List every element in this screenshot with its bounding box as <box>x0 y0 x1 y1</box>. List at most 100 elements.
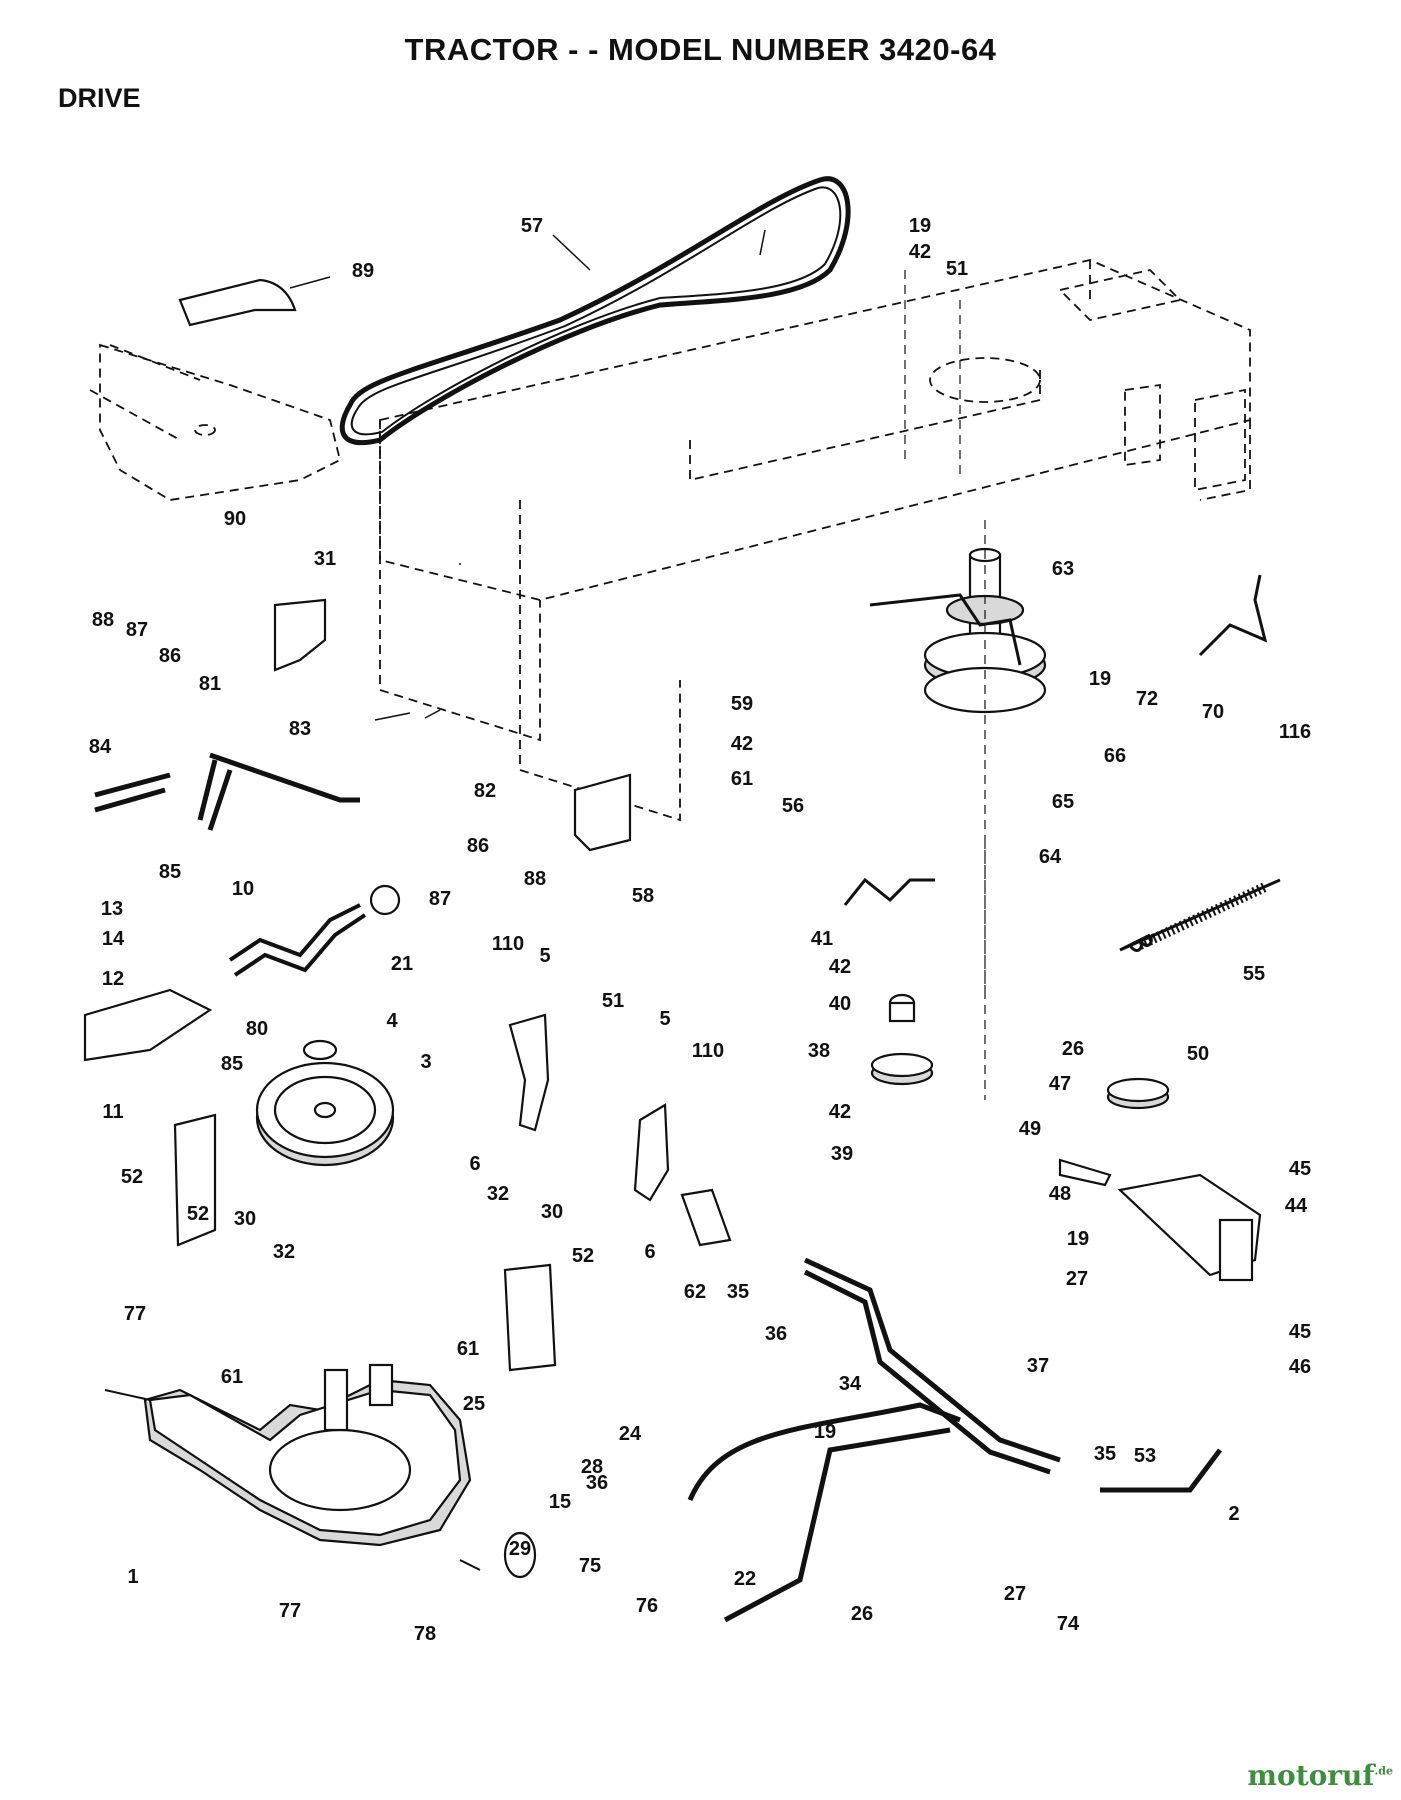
callout-number: 22 <box>734 1568 756 1590</box>
callout-number: 47 <box>1049 1073 1071 1095</box>
callout-number: 10 <box>232 878 254 900</box>
callout-number: 38 <box>808 1040 830 1062</box>
callout-number: 36 <box>765 1323 787 1345</box>
callout-number: 42 <box>909 241 931 263</box>
callout-number: 52 <box>121 1166 143 1188</box>
callout-number: 41 <box>811 928 833 950</box>
callout-number: 21 <box>391 953 413 975</box>
callout-number: 26 <box>851 1603 873 1625</box>
callout-number: 26 <box>1062 1038 1084 1060</box>
callout-number: 51 <box>602 990 624 1012</box>
callout-number: 85 <box>221 1053 243 1075</box>
callout-number: 5 <box>659 1008 670 1030</box>
callout-number: 42 <box>829 956 851 978</box>
callout-number: 83 <box>289 718 311 740</box>
callout-number: 6 <box>469 1153 480 1175</box>
callout-number: 84 <box>89 736 112 758</box>
section-title: DRIVE <box>58 83 141 113</box>
callout-number: 57 <box>521 215 543 237</box>
frame-outline <box>379 259 1251 822</box>
callout-number: 19 <box>814 1421 836 1443</box>
leader-lines <box>289 229 986 1100</box>
callout-number: 45 <box>1289 1321 1311 1343</box>
drive-belt <box>339 176 851 446</box>
callout-number: 25 <box>463 1393 485 1415</box>
callout-number: 35 <box>1094 1443 1116 1465</box>
callout-number: 49 <box>1019 1118 1041 1140</box>
hood-outline <box>89 343 342 501</box>
callout-number: 80 <box>246 1018 268 1040</box>
callout-number: 61 <box>457 1338 479 1360</box>
callout-number: 27 <box>1066 1268 1088 1290</box>
callout-number: 62 <box>684 1281 706 1303</box>
callout-number: 4 <box>386 1010 398 1032</box>
callout-number: 88 <box>92 609 114 631</box>
callout-number: 116 <box>1279 721 1311 743</box>
callout-number: 29 <box>509 1538 531 1560</box>
callout-number: 40 <box>829 993 851 1015</box>
callout-number: 76 <box>636 1595 658 1617</box>
watermark-brand: motoruf <box>1247 1759 1375 1792</box>
callout-number: 15 <box>549 1491 571 1513</box>
callout-number: 1 <box>127 1566 138 1588</box>
callout-number: 82 <box>474 780 496 802</box>
callout-number: 3 <box>420 1051 431 1073</box>
callout-number: 61 <box>221 1366 243 1388</box>
callout-number: 42 <box>731 733 753 755</box>
callout-number: 12 <box>102 968 124 990</box>
watermark-tld: .de <box>1374 1764 1393 1778</box>
heat-shield <box>273 598 327 672</box>
callout-number: 11 <box>102 1101 123 1123</box>
callout-number: 61 <box>731 768 753 790</box>
callout-number: 50 <box>1187 1043 1209 1065</box>
callout-number: 75 <box>579 1555 601 1577</box>
callout-number: 70 <box>1202 701 1224 723</box>
callout-number: 13 <box>101 898 123 920</box>
callout-number: 31 <box>314 548 336 570</box>
callout-number: 27 <box>1004 1583 1026 1605</box>
idler-spring <box>1119 878 1281 952</box>
callout-number: 86 <box>467 835 489 857</box>
callout-number: 32 <box>487 1183 509 1205</box>
callout-number: 90 <box>224 508 246 530</box>
callout-number: 30 <box>234 1208 256 1230</box>
callout-number: 34 <box>839 1373 862 1395</box>
callout-number: 35 <box>727 1281 749 1303</box>
callout-number: 85 <box>159 861 181 883</box>
shift-linkages <box>94 574 1268 1623</box>
callout-number: 36 <box>586 1472 608 1494</box>
callout-number: 110 <box>492 933 524 955</box>
idler-pulleys <box>870 993 1170 1110</box>
callout-number: 30 <box>541 1201 563 1223</box>
callout-number: 66 <box>1104 745 1126 767</box>
callout-number: 89 <box>352 260 374 282</box>
callout-number: 19 <box>1067 1228 1089 1250</box>
callout-number: 53 <box>1134 1445 1156 1467</box>
callout-number: 45 <box>1289 1158 1311 1180</box>
callout-number: 5 <box>539 945 550 967</box>
callout-number: 42 <box>829 1101 851 1123</box>
callout-number: 52 <box>187 1203 209 1225</box>
callout-number: 19 <box>1089 668 1111 690</box>
callout-number: 74 <box>1057 1613 1080 1635</box>
callout-number: 110 <box>692 1040 724 1062</box>
callout-number: 24 <box>619 1423 642 1445</box>
callout-number: 51 <box>946 258 968 280</box>
source-watermark: motoruf.de <box>1247 1759 1393 1792</box>
transaxle <box>104 1363 481 1571</box>
callout-number: 58 <box>632 885 654 907</box>
callout-number: 86 <box>159 645 181 667</box>
shift-plate <box>178 278 297 327</box>
callout-number: 78 <box>414 1623 436 1645</box>
callout-number: 64 <box>1039 846 1062 868</box>
callout-number: 14 <box>102 928 125 950</box>
callout-number: 19 <box>909 215 931 237</box>
callout-number: 72 <box>1136 688 1158 710</box>
callout-number: 88 <box>524 868 546 890</box>
callout-number: 32 <box>273 1241 295 1263</box>
callout-number: 2 <box>1228 1503 1239 1525</box>
callout-number: 52 <box>572 1245 594 1267</box>
